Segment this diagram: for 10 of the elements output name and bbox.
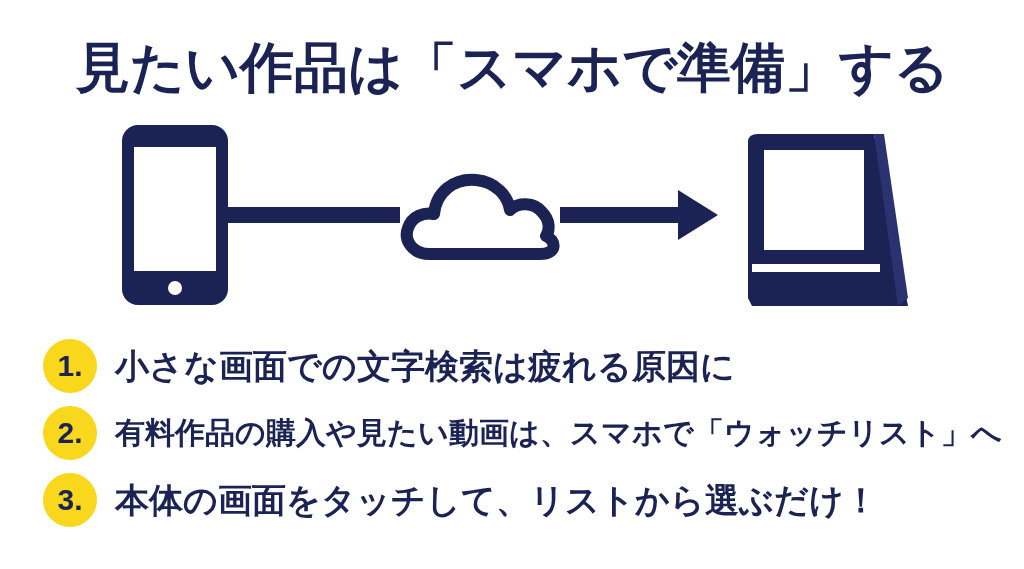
number-badge: 2. bbox=[43, 406, 97, 460]
connector-line bbox=[228, 207, 400, 223]
list-item-text: 有料作品の購入や見たい動画は、スマホで「ウォッチリスト」へ bbox=[115, 414, 1002, 452]
list-item-text: 小さな画面での文字検索は疲れる原因に bbox=[115, 345, 735, 388]
arrow bbox=[560, 190, 718, 240]
number-badge: 1. bbox=[43, 339, 97, 393]
smartphone-icon bbox=[122, 125, 228, 305]
list-item-text: 本体の画面をタッチして、リストから選ぶだけ！ bbox=[115, 479, 878, 522]
title: 見たい作品は「スマホで準備」する bbox=[74, 36, 950, 100]
number-badge: 3. bbox=[43, 473, 97, 527]
